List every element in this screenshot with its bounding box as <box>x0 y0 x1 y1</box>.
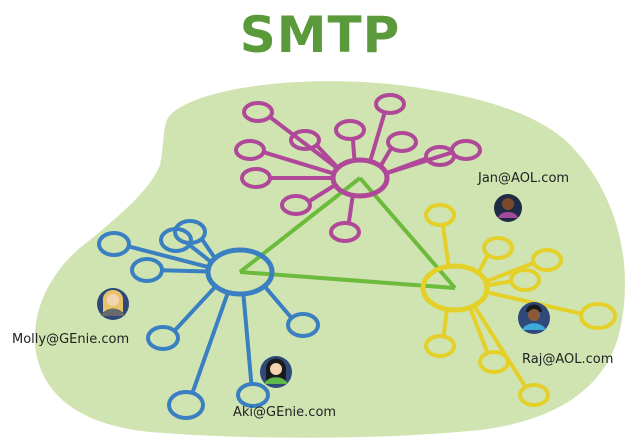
yellow-node <box>424 203 456 227</box>
purple-network <box>234 93 482 243</box>
yellow-spoke <box>476 253 490 274</box>
purple-spoke <box>307 183 337 204</box>
purple-node <box>450 139 482 161</box>
purple-node <box>386 131 418 153</box>
yellow-node <box>509 268 541 292</box>
purple-node <box>334 119 366 141</box>
avatar-raj <box>518 302 550 334</box>
purple-spoke <box>268 115 339 170</box>
blue-node <box>97 231 131 257</box>
blue-spoke <box>200 237 217 260</box>
blue-network <box>97 219 320 420</box>
purple-node <box>280 194 312 216</box>
purple-spoke <box>262 150 335 176</box>
page-title: SMTP <box>239 6 401 64</box>
link-blue-yellow <box>239 270 456 290</box>
purple-spoke <box>368 111 387 162</box>
user-label-raj: Raj@AOL.com <box>522 352 613 367</box>
blue-node <box>146 325 180 351</box>
blue-node <box>167 390 205 420</box>
blue-spoke <box>262 284 294 320</box>
purple-spoke <box>346 195 355 224</box>
blue-spoke <box>241 293 254 385</box>
user-label-molly: Molly@GEnie.com <box>12 332 129 347</box>
blue-node <box>130 257 164 283</box>
yellow-spoke <box>440 224 451 267</box>
purple-spoke <box>378 146 394 168</box>
yellow-node <box>579 302 617 330</box>
yellow-spoke <box>472 304 528 389</box>
purple-spoke <box>350 138 357 161</box>
purple-spoke <box>315 143 340 170</box>
blue-spoke <box>188 243 213 264</box>
blue-spoke <box>172 284 218 333</box>
yellow-node <box>518 383 550 407</box>
purple-node <box>374 93 406 115</box>
yellow-node <box>424 334 456 358</box>
purple-node <box>329 221 361 243</box>
blue-spoke <box>128 244 210 270</box>
blue-spoke <box>190 291 230 394</box>
yellow-node <box>531 248 563 272</box>
yellow-spoke <box>468 306 490 354</box>
yellow-spoke <box>486 279 512 288</box>
purple-spoke <box>385 150 454 176</box>
blue-node <box>286 312 320 338</box>
blue-hub <box>205 247 275 297</box>
blue-spoke <box>161 268 209 274</box>
yellow-spoke <box>484 261 535 284</box>
purple-node <box>234 139 266 161</box>
user-label-aki: Aki@GEnie.com <box>233 405 336 420</box>
user-label-jan: Jan@AOL.com <box>477 171 569 186</box>
purple-node <box>289 129 321 151</box>
purple-hub <box>330 157 390 199</box>
yellow-spoke <box>441 309 449 337</box>
purple-node <box>240 167 272 189</box>
blue-node <box>236 382 270 408</box>
yellow-hub <box>420 263 490 313</box>
blue-node <box>173 219 207 245</box>
network-cloud <box>34 81 625 438</box>
avatar-aki <box>260 356 292 388</box>
yellow-network <box>420 203 617 407</box>
purple-node <box>242 101 274 123</box>
avatar-jan <box>494 194 522 222</box>
avatar-molly <box>97 288 129 320</box>
yellow-node <box>482 236 514 260</box>
